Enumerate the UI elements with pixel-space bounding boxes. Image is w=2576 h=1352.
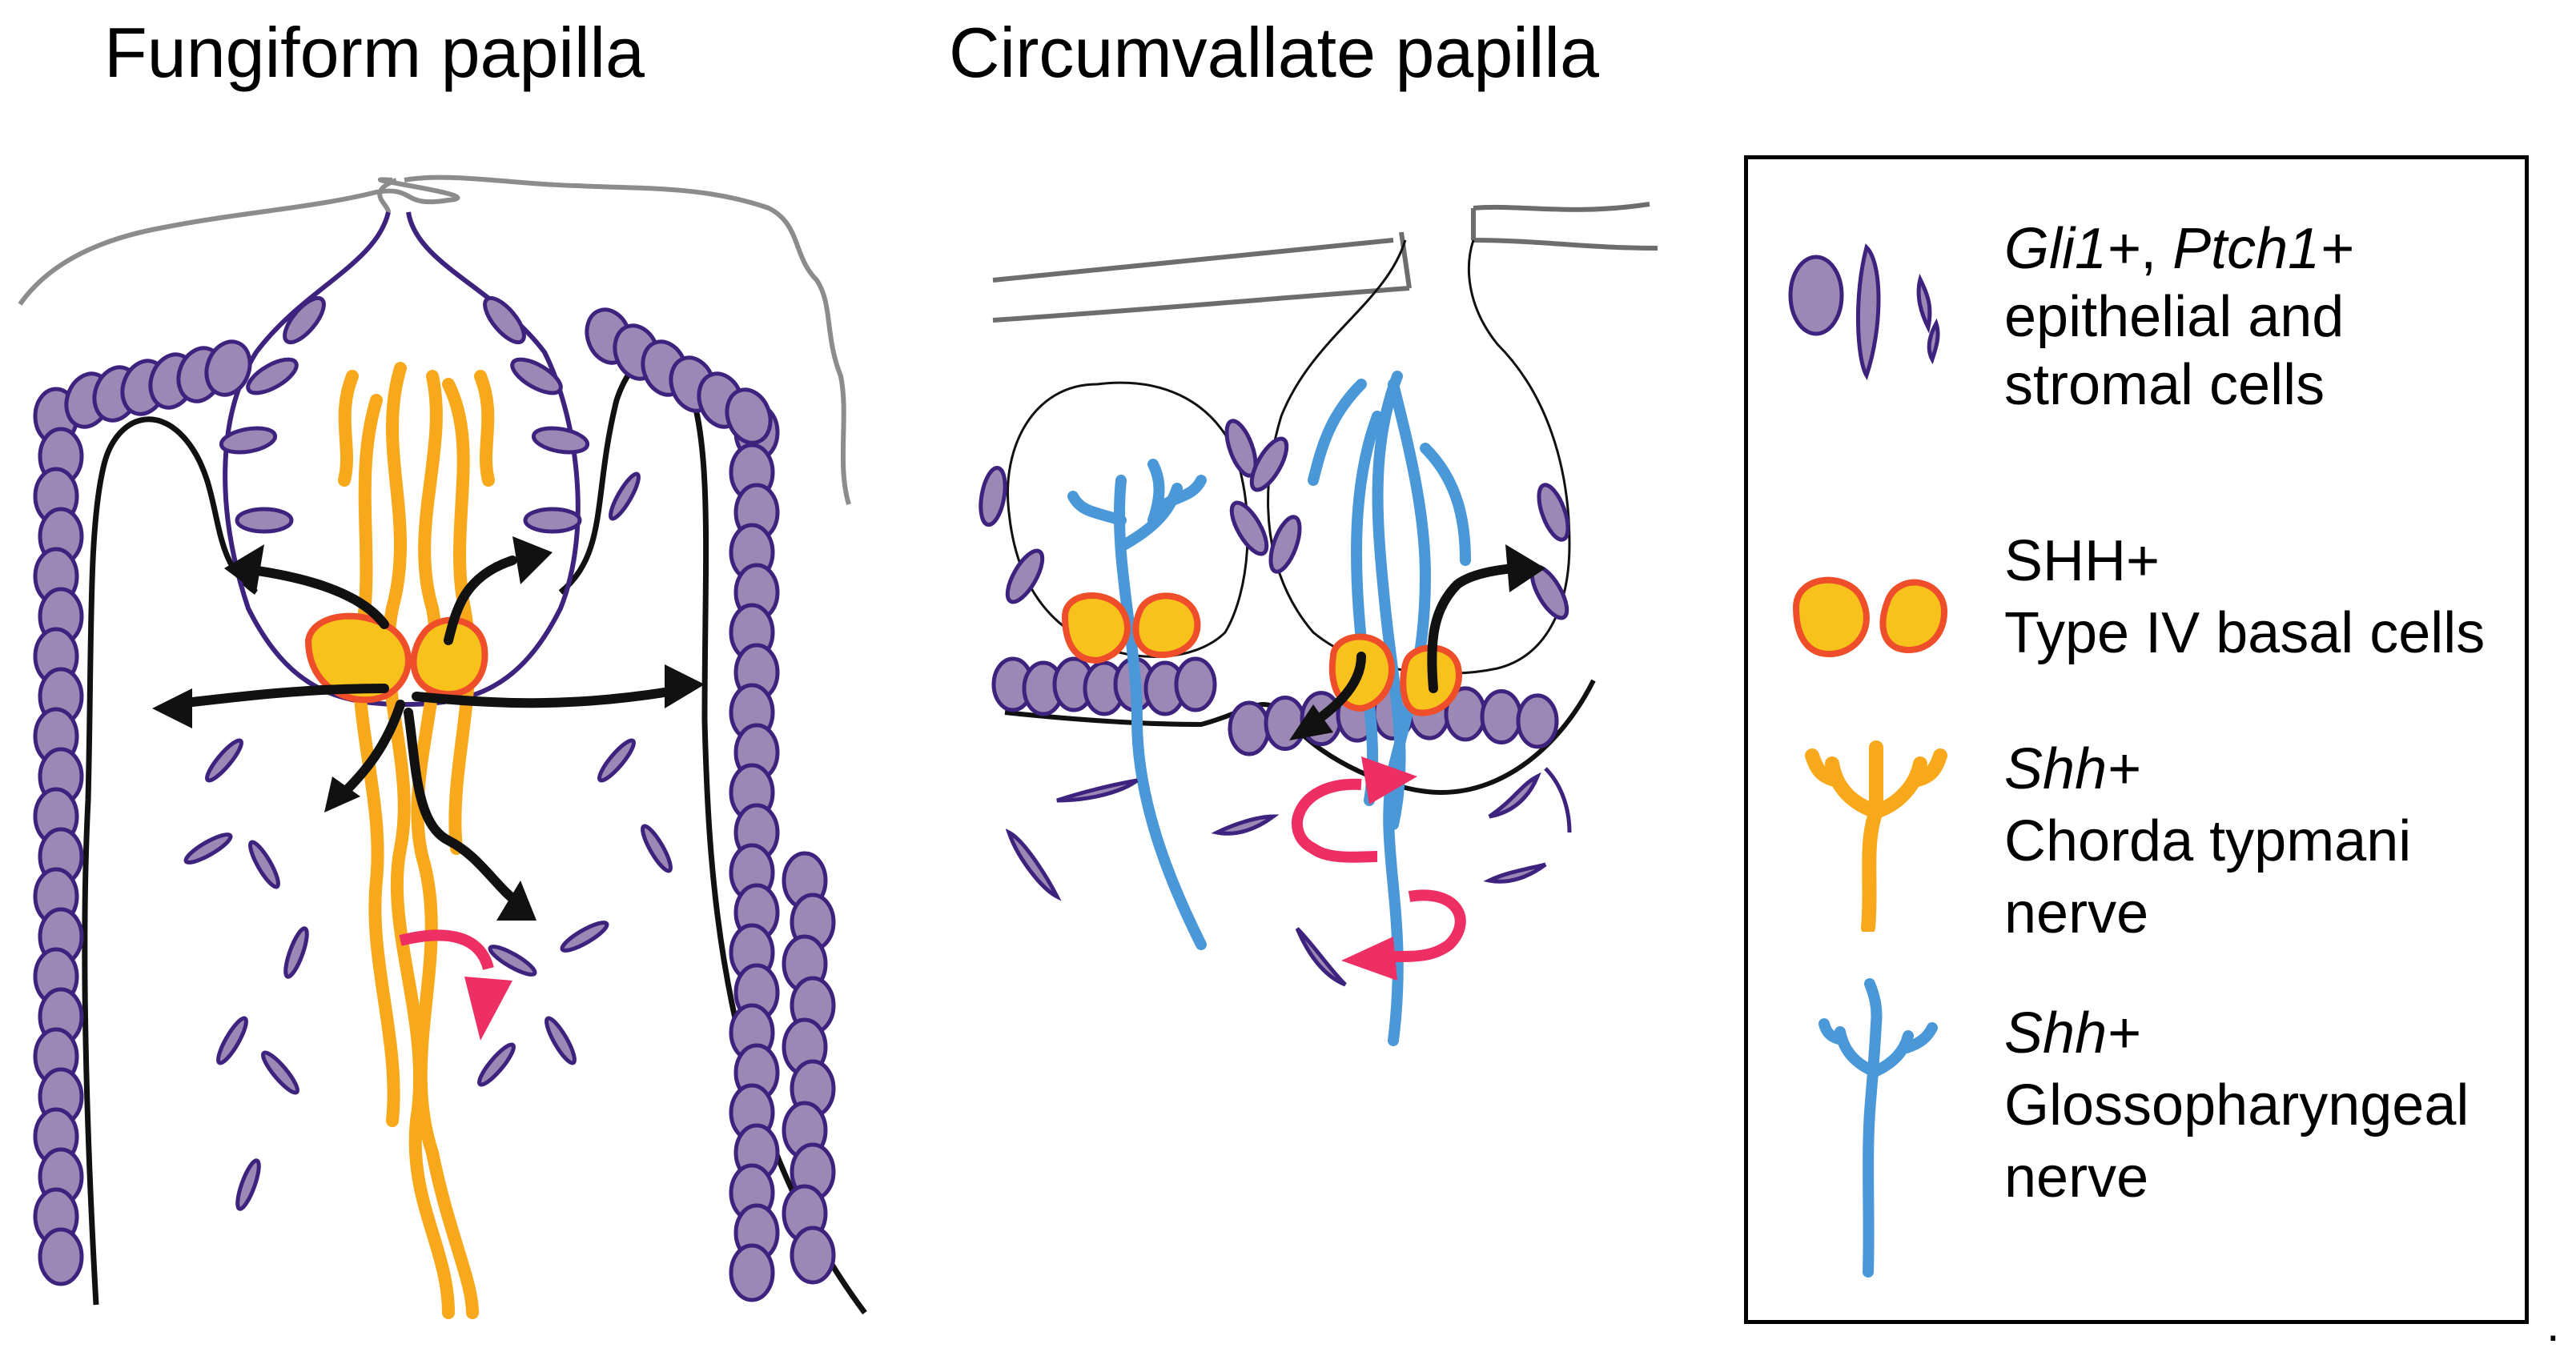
stromal-cell: [488, 945, 537, 977]
fungiform-title: Fungiform papilla: [104, 13, 645, 92]
epithelial-cell: [1264, 695, 1307, 751]
epithelial-cell: [1480, 689, 1523, 745]
epithelial-cell: [38, 1227, 84, 1286]
legend-item1-line3: stromal cells: [2004, 353, 2325, 417]
epithelial-cell: [790, 1226, 836, 1285]
stromal-cell: [205, 738, 243, 783]
circumvallate-stromal-cells: [1005, 767, 1572, 987]
stromal-cell: [477, 1042, 516, 1087]
legend-gli1-label: Gli1+: [2004, 217, 2141, 281]
stromal-cell: [560, 921, 609, 953]
fungiform-surface-line: [18, 177, 460, 306]
circumvallate-surface-line: [992, 231, 1412, 323]
taste-bud-cell: [1249, 436, 1289, 492]
taste-bud-cell: [523, 507, 582, 534]
legend-item2-line1: SHH+: [2004, 529, 2160, 593]
gli1-ptch1-cells-icon: [1788, 243, 1940, 380]
shh-basal-cells-icon: [1792, 576, 1948, 658]
taste-bud-cell: [510, 357, 563, 395]
stromal-cell: [641, 824, 673, 873]
epithelial-cell: [204, 339, 252, 397]
legend-item4-line1: Shh+: [2004, 1000, 2140, 1068]
circumvallate-glosso-nerve: [1067, 371, 1471, 1046]
taste-bud-cell: [1005, 548, 1045, 604]
stromal-cell: [261, 1050, 299, 1095]
fungiform-arrowheads: [152, 536, 705, 921]
stromal-cell: [216, 1016, 248, 1065]
legend-item1-line2: epithelial and: [2004, 285, 2345, 349]
legend-item3-line3: nerve: [2004, 881, 2149, 945]
stromal-cell: [248, 840, 280, 889]
taste-bud-cell: [283, 295, 326, 345]
taste-bud-cell: [1537, 483, 1570, 542]
fungiform-recycle-arrowhead: [464, 977, 512, 1041]
stromal-cell: [235, 1158, 261, 1211]
chorda-tympani-nerve-icon: [1805, 740, 1947, 932]
taste-bud-cell: [1229, 500, 1269, 556]
circumvallate-title: Circumvallate papilla: [949, 13, 1599, 92]
legend-item4-italic: Shh+: [2004, 1001, 2141, 1065]
legend: Gli1+, Ptch1+ epithelial and stromal cel…: [1744, 155, 2529, 1324]
legend-item2-line2: Type IV basal cells: [2004, 601, 2486, 665]
taste-bud-cell: [246, 357, 299, 395]
circumvallate-epithelial-cells: [979, 419, 1570, 756]
taste-bud-cell: [235, 507, 294, 534]
stromal-cell: [183, 832, 233, 865]
circumvallate-taste-bud-right: [1267, 239, 1571, 675]
fungiform-surface-line-2: [404, 175, 851, 505]
fungiform-signal-arrows: [167, 556, 693, 909]
glossopharyngeal-nerve-icon: [1818, 978, 1938, 1278]
legend-sep: ,: [2140, 217, 2173, 281]
stromal-cell: [597, 738, 636, 783]
circumvallate-recycle-arrowheads: [1341, 756, 1417, 981]
legend-item1-line1: Gli1+, Ptch1+: [2004, 215, 2353, 283]
circumvallate-recycle-arrows: [1292, 778, 1466, 962]
legend-item3-italic: Shh+: [2004, 737, 2141, 801]
epithelial-cell: [725, 387, 773, 445]
epithelial-cell: [1228, 700, 1271, 756]
stromal-cell: [283, 926, 309, 979]
taste-bud-cell: [483, 295, 526, 345]
taste-bud-cell: [1268, 515, 1302, 574]
epithelial-cell: [729, 1243, 775, 1302]
legend-item4-line3: nerve: [2004, 1145, 2149, 1210]
legend-item3-line2: Chorda typmani: [2004, 809, 2412, 873]
epithelial-cell: [1516, 693, 1559, 749]
legend-ptch1-label: Ptch1+: [2172, 217, 2354, 281]
epithelial-cell: [1174, 656, 1217, 712]
stromal-cell: [609, 471, 641, 521]
fungiform-epithelial-cells: [33, 295, 836, 1302]
taste-bud-cell: [531, 426, 590, 455]
circumvallate-surface-line-2: [1471, 202, 1658, 251]
circumvallate-arrowheads: [1289, 544, 1545, 740]
trailing-period: .: [2546, 1298, 2560, 1351]
stromal-cell: [545, 1016, 577, 1065]
fungiform-recycle-arrow: [399, 929, 494, 971]
legend-item3-line1: Shh+: [2004, 736, 2140, 804]
taste-bud-cell: [219, 426, 278, 455]
legend-item4-line2: Glossopharyngeal: [2004, 1073, 2470, 1137]
taste-bud-cell: [979, 465, 1007, 528]
